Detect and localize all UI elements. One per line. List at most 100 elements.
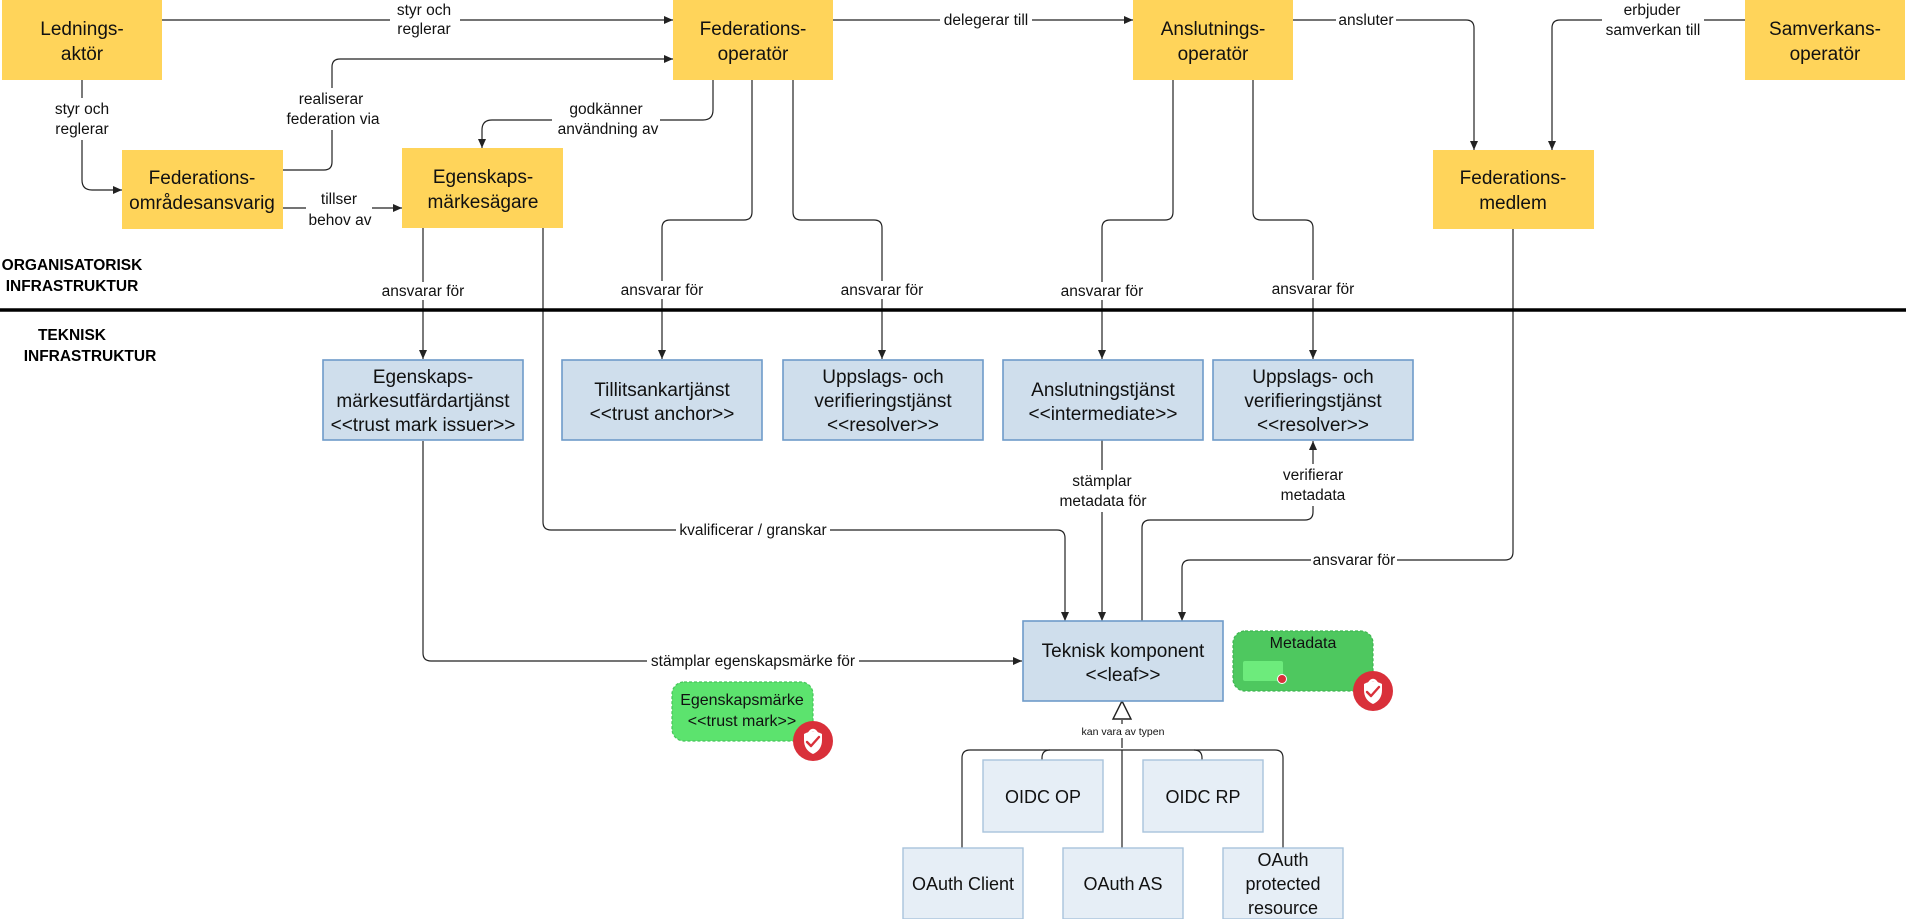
edge-ansvarar-5 (1252, 80, 1317, 359)
section-org-title: ORGANISATORISK (2, 257, 143, 274)
svg-text:Egenskaps-: Egenskaps- (433, 167, 533, 188)
label-realiserar: realiserar federation via (282, 88, 382, 130)
svg-text:Uppslags- och: Uppslags- och (1252, 367, 1373, 388)
svg-text:Lednings-: Lednings- (40, 19, 123, 40)
label-ansvarar-4: ansvarar för (1059, 282, 1145, 300)
svg-text:ansvarar för: ansvarar för (1272, 281, 1355, 298)
svg-text:verifieringstjänst: verifieringstjänst (814, 391, 952, 412)
label-ansvarar-5: ansvarar för (1270, 280, 1356, 298)
svg-text:<<resolver>>: <<resolver>> (1257, 415, 1369, 436)
svg-text:operatör: operatör (1178, 44, 1249, 65)
svg-text:ansvarar för: ansvarar för (1313, 552, 1396, 569)
svg-text:Anslutnings-: Anslutnings- (1161, 19, 1266, 40)
svg-text:kan vara av typen: kan vara av typen (1082, 726, 1165, 738)
label-verifierar: verifierar metadata (1276, 464, 1350, 506)
node-trust-anchor[interactable]: Tillitsankartjänst <<trust anchor>> (561, 359, 763, 441)
svg-text:styr och: styr och (397, 2, 451, 19)
svg-text:användning av: användning av (558, 121, 659, 138)
svg-text:stämplar: stämplar (1072, 473, 1131, 490)
svg-text:OAuth: OAuth (1257, 850, 1308, 870)
svg-text:ansvarar för: ansvarar för (1061, 283, 1144, 300)
node-oauth-as[interactable]: OAuth AS (1062, 847, 1184, 919)
label-ansvarar-6: ansvarar för (1311, 551, 1397, 569)
svg-text:<<intermediate>>: <<intermediate>> (1029, 404, 1178, 425)
node-samverkansoperator[interactable]: Samverkans- operatör (1745, 0, 1905, 80)
svg-text:märkesutfärdartjänst: märkesutfärdartjänst (336, 391, 510, 412)
edge-styr-left (81, 80, 122, 194)
label-stamplar-meta: stämplar metadata för (1055, 470, 1149, 512)
svg-text:Metadata: Metadata (1270, 635, 1337, 652)
node-oauth-protected-resource[interactable]: OAuth protected resource (1222, 847, 1344, 919)
svg-text:OIDC RP: OIDC RP (1165, 787, 1240, 807)
svg-text:verifierar: verifierar (1283, 467, 1343, 484)
svg-text:verifieringstjänst: verifieringstjänst (1244, 391, 1382, 412)
node-oidc-op[interactable]: OIDC OP (982, 759, 1104, 833)
node-anslutningsoperator[interactable]: Anslutnings- operatör (1133, 0, 1293, 80)
svg-text:ansvarar för: ansvarar för (621, 282, 704, 299)
edge-erbjuder (1548, 19, 1745, 150)
svg-text:Federations-: Federations- (149, 168, 256, 189)
seal-check-icon (793, 721, 833, 761)
node-federationsomradesansvarig[interactable]: Federations- områdesansvarig (122, 150, 283, 229)
seal-check-icon (1353, 671, 1393, 711)
svg-text:medlem: medlem (1479, 193, 1547, 214)
svg-text:styr och: styr och (55, 101, 109, 118)
svg-text:Teknisk komponent: Teknisk komponent (1042, 641, 1205, 662)
svg-text:<<trust anchor>>: <<trust anchor>> (590, 404, 735, 425)
svg-text:metadata: metadata (1281, 487, 1346, 504)
node-egenskapsmarkesagare[interactable]: Egenskaps- märkesägare (402, 148, 563, 228)
svg-text:aktör: aktör (61, 44, 104, 65)
edge-ansvarar-3 (792, 80, 886, 359)
node-intermediate[interactable]: Anslutningstjänst <<intermediate>> (1002, 359, 1204, 441)
generalization-arrowhead (1111, 699, 1133, 720)
label-kan-vara: kan vara av typen (1080, 724, 1166, 738)
label-delegerar: delegerar till (940, 11, 1032, 29)
section-divider: ORGANISATORISK INFRASTRUKTUR TEKNISK INF… (0, 257, 1906, 365)
node-federationsmedlem[interactable]: Federations- medlem (1433, 150, 1594, 229)
svg-text:områdesansvarig: områdesansvarig (129, 193, 275, 214)
label-ansvarar-2: ansvarar för (619, 281, 705, 299)
edge-verifierar (1141, 441, 1317, 621)
section-tech-title: TEKNISK (38, 327, 107, 344)
svg-text:Egenskapsmärke: Egenskapsmärke (680, 692, 804, 709)
label-ansvarar-3: ansvarar för (839, 281, 925, 299)
svg-text:ansvarar för: ansvarar för (841, 282, 924, 299)
node-resolver-2[interactable]: Uppslags- och verifieringstjänst <<resol… (1212, 359, 1414, 441)
section-org-subtitle: INFRASTRUKTUR (6, 278, 139, 295)
svg-text:<<resolver>>: <<resolver>> (827, 415, 939, 436)
edge-ansluter (1293, 19, 1478, 150)
svg-text:metadata för: metadata för (1059, 493, 1146, 510)
svg-text:Federations-: Federations- (700, 19, 807, 40)
edge-ansvarar-2 (658, 80, 753, 359)
svg-text:OIDC OP: OIDC OP (1005, 787, 1081, 807)
svg-text:resource: resource (1248, 898, 1318, 918)
label-ansvarar-1: ansvarar för (380, 282, 466, 300)
node-resolver-1[interactable]: Uppslags- och verifieringstjänst <<resol… (782, 359, 984, 441)
label-ansluter: ansluter (1336, 11, 1396, 29)
label-tillser: tillser behov av (306, 188, 372, 230)
node-oidc-rp[interactable]: OIDC RP (1142, 759, 1264, 833)
svg-text:reglerar: reglerar (55, 121, 108, 138)
label-erbjuder: erbjuder samverkan till (1602, 0, 1704, 40)
edge-labels: styr och reglerar delegerar till anslute… (50, 0, 1704, 738)
edge-stamplar-em (422, 441, 1022, 665)
node-ledningsaktor[interactable]: Lednings- aktör (2, 0, 162, 80)
svg-text:erbjuder: erbjuder (1624, 2, 1681, 19)
badge-metadata: Metadata (1232, 630, 1393, 711)
svg-text:märkesägare: märkesägare (428, 192, 539, 213)
svg-text:tillser: tillser (321, 191, 357, 208)
label-styr-top: styr och reglerar (390, 0, 460, 38)
svg-text:ansluter: ansluter (1338, 12, 1393, 29)
node-oauth-client[interactable]: OAuth Client (902, 847, 1024, 919)
svg-text:OAuth Client: OAuth Client (912, 874, 1014, 894)
label-godkanner: godkänner användning av (552, 98, 660, 140)
label-styr-left: styr och reglerar (50, 98, 116, 140)
svg-text:kvalificerar / granskar: kvalificerar / granskar (679, 522, 826, 539)
node-federationsoperator[interactable]: Federations- operatör (673, 0, 833, 80)
node-leaf[interactable]: Teknisk komponent <<leaf>> (1022, 620, 1224, 702)
svg-text:<<trust mark issuer>>: <<trust mark issuer>> (331, 415, 516, 436)
svg-text:stämplar egenskapsmärke för: stämplar egenskapsmärke för (651, 653, 855, 670)
node-trust-mark-issuer[interactable]: Egenskaps- märkesutfärdartjänst <<trust … (322, 359, 524, 441)
